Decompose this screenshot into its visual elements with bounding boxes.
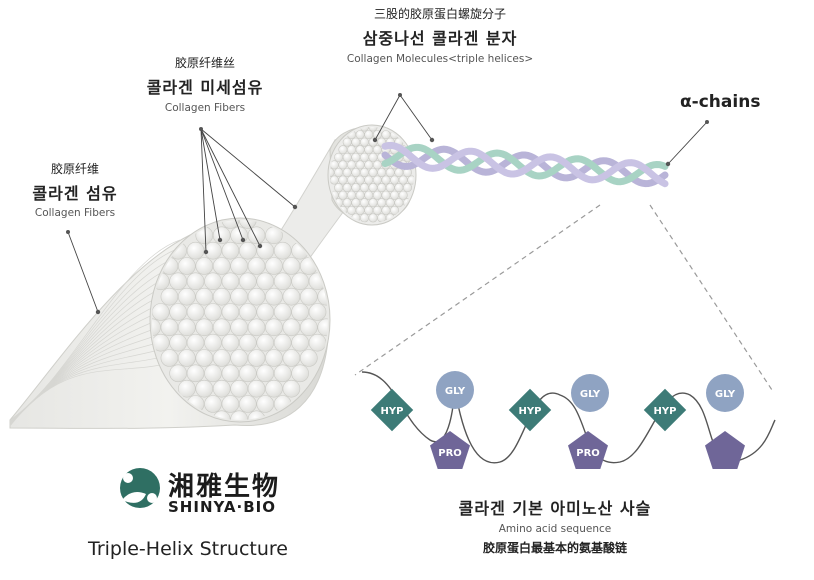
amino-label-5: PRO bbox=[576, 448, 600, 459]
label-alpha-chains: α-chains bbox=[680, 92, 761, 112]
amino-zh: 胶原蛋白最基本的氨基酸链 bbox=[482, 541, 627, 555]
amino-pro-5: PRO bbox=[568, 431, 608, 469]
fibers-zh: 胶原纤维 bbox=[50, 162, 99, 176]
fibers-ko: 콜라겐 섬유 bbox=[32, 184, 118, 203]
molecules-en: Collagen Molecules<triple helices> bbox=[346, 53, 534, 65]
amino-pro-2: PRO bbox=[430, 431, 470, 469]
molecules-zh: 三股的胶原蛋白螺旋分子 bbox=[373, 7, 506, 21]
amino-gly-7: GLY bbox=[706, 374, 744, 412]
amino-label-1: GLY bbox=[445, 386, 466, 397]
label-amino-sequence: 콜라겐 기본 아미노산 사슬 Amino acid sequence 胶原蛋白最… bbox=[430, 495, 680, 556]
label-collagen-fibers: 胶原纤维 콜라겐 섬유 Collagen Fibers bbox=[30, 160, 120, 219]
shinya-logo-icon bbox=[120, 468, 160, 508]
diagram-caption: Triple-Helix Structure bbox=[88, 538, 288, 560]
amino-hyp-6: HYP bbox=[643, 388, 687, 432]
fibrils-ko: 콜라겐 미세섬유 bbox=[146, 78, 264, 97]
triple-helix bbox=[381, 141, 669, 188]
amino-label-7: GLY bbox=[715, 389, 736, 400]
amino-chain-line bbox=[361, 371, 776, 464]
fibrils-en: Collagen Fibers bbox=[164, 102, 246, 114]
label-collagen-fibrils: 胶原纤维丝 콜라겐 미세섬유 Collagen Fibers bbox=[140, 54, 270, 114]
brand-name-en: SHINYA·BIO bbox=[168, 498, 276, 516]
amino-label-0: HYP bbox=[381, 406, 404, 417]
leader-dots bbox=[66, 93, 709, 315]
amino-gly-1: GLY bbox=[436, 371, 474, 409]
amino-label-2: PRO bbox=[438, 448, 462, 459]
amino-en: Amino acid sequence bbox=[498, 523, 612, 535]
amino-unit-8 bbox=[705, 431, 745, 469]
amino-label-6: HYP bbox=[654, 406, 677, 417]
amino-hyp-0: HYP bbox=[370, 388, 414, 432]
amino-gly-4: GLY bbox=[571, 374, 609, 412]
amino-label-4: GLY bbox=[580, 389, 601, 400]
amino-label-3: HYP bbox=[519, 406, 542, 417]
amino-ko: 콜라겐 기본 아미노산 사슬 bbox=[458, 499, 652, 518]
label-collagen-molecules: 三股的胶原蛋白螺旋分子 삼중나선 콜라겐 분자 Collagen Molecul… bbox=[330, 5, 550, 65]
amino-acid-sequence: HYP GLY PRO HYP GLY PRO HYP GLY bbox=[370, 371, 745, 469]
leader-lines bbox=[67, 94, 708, 313]
fibrils-zh: 胶原纤维丝 bbox=[174, 56, 235, 70]
molecules-ko: 삼중나선 콜라겐 분자 bbox=[362, 29, 518, 48]
zoom-guide-lines bbox=[354, 204, 773, 391]
fibers-en: Collagen Fibers bbox=[34, 207, 116, 219]
brand-name-zh: 湘雅生物 bbox=[168, 472, 281, 502]
